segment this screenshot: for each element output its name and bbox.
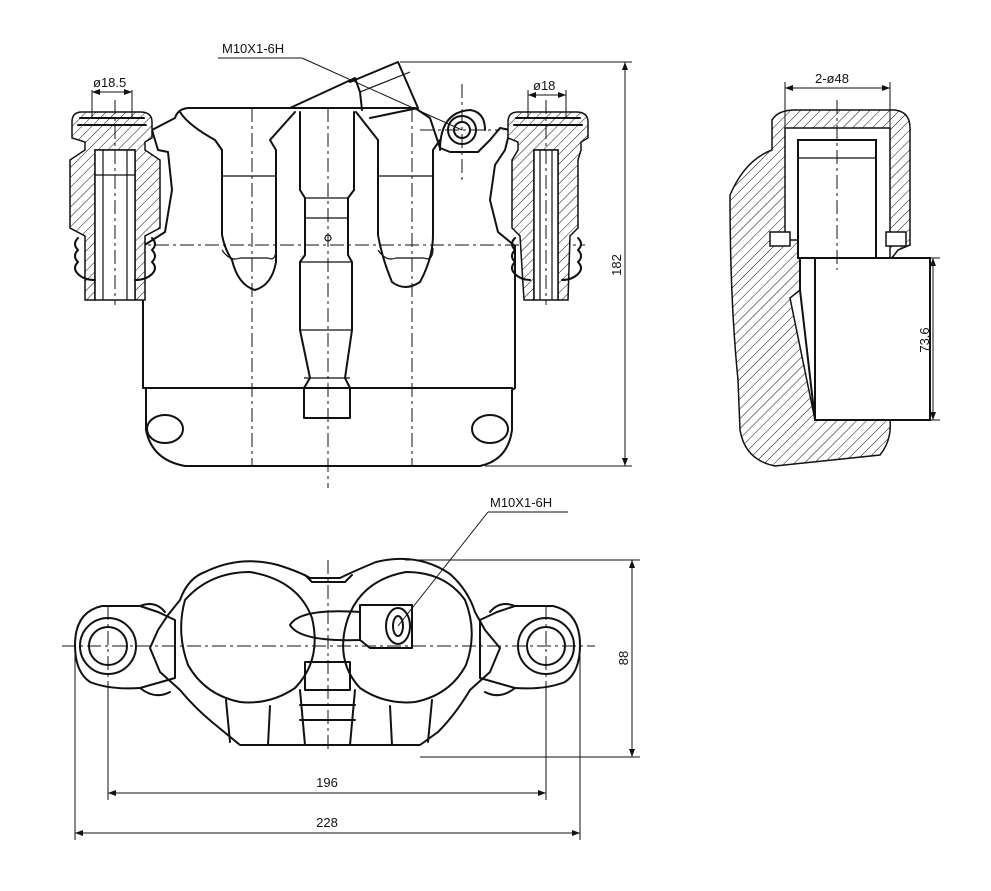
piston-depth-label: 73.6 [917, 327, 932, 352]
top-bridge [304, 574, 353, 583]
bleed-screw-end [385, 607, 411, 645]
thread-top-label: M10X1-6H [222, 41, 284, 56]
pin-left-dia-label: ø18.5 [93, 75, 126, 90]
right-ear-slot [471, 414, 509, 444]
top-view: M10X1-6H 88 196 228 [62, 495, 640, 840]
front-body-outline [142, 107, 516, 467]
left-guide-pin [69, 100, 161, 305]
pin-right-dia-label: ø18 [533, 78, 555, 93]
recess-right [389, 699, 433, 746]
bleed-port-housing [439, 109, 486, 151]
finger-right [355, 111, 441, 288]
right-guide-pin [507, 100, 589, 305]
right-mount-eye [479, 603, 581, 697]
bridge-channel [304, 661, 351, 691]
height-bottom-label: 88 [616, 651, 631, 665]
left-bore [180, 571, 316, 704]
overall-width-label: 228 [316, 815, 338, 830]
piston-dia-label: 2-ø48 [815, 71, 849, 86]
bridge-sides [299, 689, 356, 746]
bleed-screw-head [359, 604, 413, 649]
central-channel [299, 111, 355, 419]
finger-left-tip [221, 247, 277, 260]
thread-bottom-label: M10X1-6H [490, 495, 552, 510]
bleed-boss-line [359, 71, 411, 93]
finger-right-tip [377, 247, 434, 260]
side-section-view: 2-ø48 73.6 [729, 71, 940, 467]
finger-left [179, 111, 296, 291]
bleed-boss [289, 61, 419, 119]
mount-spacing-label: 196 [316, 775, 338, 790]
left-mount-eye [74, 603, 176, 697]
bleed-screw-hole [392, 615, 404, 637]
height-total-label: 182 [609, 254, 624, 276]
bore [814, 257, 931, 421]
left-ear-slot [146, 414, 184, 444]
front-view: ø18.5 ø18 M10X1-6H 182 [69, 41, 632, 488]
top-body-outline [149, 557, 501, 746]
recess-left [225, 699, 271, 746]
right-bore [342, 571, 473, 704]
